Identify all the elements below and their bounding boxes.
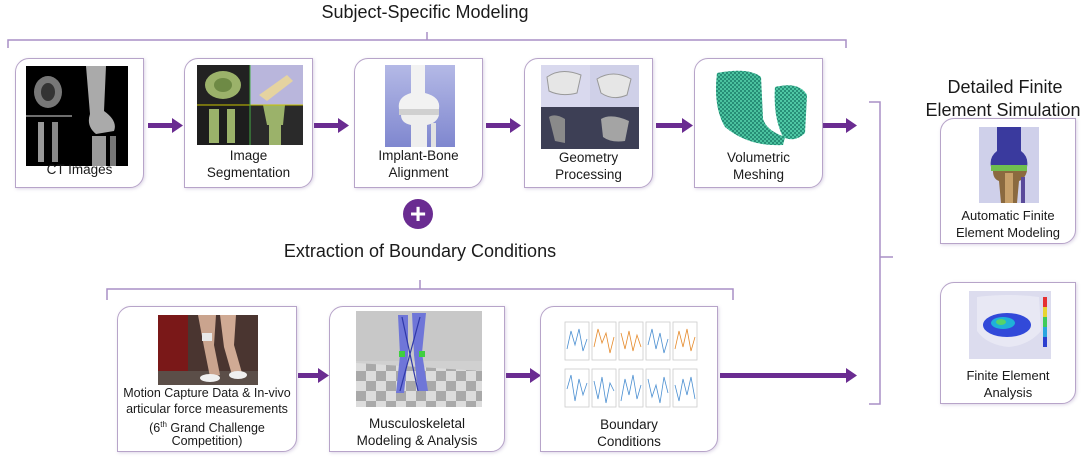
- right-connector: [869, 101, 893, 405]
- motion-capture-label-line3: (6th Grand Challenge: [149, 420, 265, 436]
- fe-analysis-label-line1: Finite Element: [966, 368, 1050, 383]
- boundary-conditions-card: Boundary Conditions: [540, 306, 718, 452]
- detailed-fe-heading-line1: Detailed Finite: [947, 77, 1063, 97]
- motion-capture-thumbnail: [158, 315, 258, 385]
- musculoskeletal-label-line1: Musculoskeletal: [368, 416, 466, 431]
- musculoskeletal-card: Musculoskeletal Modeling & Analysis: [329, 306, 505, 452]
- boundary-plots-grid: [564, 321, 698, 408]
- top-bracket: [7, 32, 847, 48]
- geometry-processing-thumbnail: [541, 65, 639, 149]
- image-segmentation-label-line1: Image: [229, 148, 268, 163]
- volumetric-meshing-label-line1: Volumetric: [726, 150, 791, 165]
- motion-capture-label-line4: Competition): [171, 434, 243, 448]
- boundary-conditions-label-line1: Boundary: [600, 417, 658, 432]
- fe-analysis-card: Finite Element Analysis: [940, 282, 1076, 404]
- automatic-fe-modeling-card: Automatic Finite Element Modeling: [940, 118, 1076, 244]
- plus-icon: +: [403, 199, 433, 229]
- image-segmentation-label-line2: Segmentation: [206, 165, 291, 180]
- ct-images-label: CT Images: [46, 162, 113, 177]
- musculoskeletal-label-line2: Modeling & Analysis: [356, 433, 478, 448]
- ct-images-thumbnail: [26, 66, 128, 166]
- boundary-conditions-thumbnail: [563, 319, 701, 411]
- image-segmentation-card: Image Segmentation: [184, 58, 313, 188]
- bottom-arrows: [298, 368, 857, 383]
- boundary-conditions-label-line2: Conditions: [597, 434, 661, 449]
- implant-bone-alignment-thumbnail: [385, 65, 455, 147]
- automatic-fe-modeling-label-line1: Automatic Finite: [961, 208, 1055, 223]
- geometry-processing-label-line2: Processing: [555, 167, 622, 182]
- implant-bone-alignment-card: Implant-Bone Alignment: [354, 58, 483, 188]
- implant-bone-alignment-label-line1: Implant-Bone: [378, 148, 459, 163]
- implant-bone-alignment-label-line2: Alignment: [388, 165, 449, 180]
- automatic-fe-modeling-label-line2: Element Modeling: [955, 225, 1061, 240]
- ct-images-card: CT Images: [15, 58, 144, 188]
- image-segmentation-thumbnail: [197, 65, 303, 145]
- subject-specific-heading: Subject-Specific Modeling: [321, 2, 529, 22]
- motion-capture-label-line2: articular force measurements: [126, 402, 288, 416]
- volumetric-meshing-card: Volumetric Meshing: [694, 58, 823, 188]
- volumetric-meshing-label-line2: Meshing: [732, 167, 785, 182]
- geometry-processing-card: Geometry Processing: [524, 58, 653, 188]
- geometry-processing-label-line1: Geometry: [558, 150, 619, 165]
- top-arrows: [148, 118, 857, 133]
- volumetric-meshing-thumbnail: [709, 67, 811, 149]
- fe-analysis-thumbnail: [969, 291, 1051, 359]
- automatic-fe-modeling-thumbnail: [979, 127, 1039, 203]
- motion-capture-label-line1: Motion Capture Data & In-vivo: [123, 386, 291, 400]
- bottom-bracket: [106, 280, 734, 300]
- detailed-fe-heading-line2: Element Simulation: [925, 100, 1081, 120]
- boundary-conditions-heading: Extraction of Boundary Conditions: [283, 241, 557, 261]
- fe-analysis-label-line2: Analysis: [983, 385, 1033, 400]
- musculoskeletal-thumbnail: [356, 311, 482, 407]
- motion-capture-card: Motion Capture Data & In-vivo articular …: [117, 306, 297, 452]
